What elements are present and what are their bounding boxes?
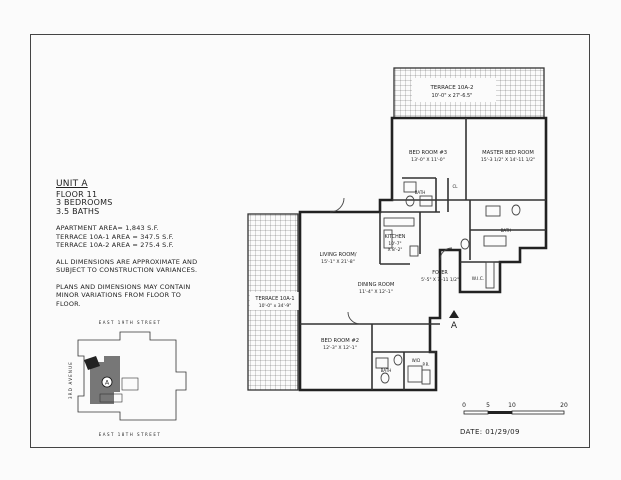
terrace2-area: TERRACE 10A-2 AREA = 275.4 S.F. <box>56 241 174 249</box>
bed2-name: BED ROOM #2 <box>321 338 359 344</box>
terrace1-dims: 10'-0" x 34'-9" <box>259 303 292 309</box>
bath-label-bed3: BATH <box>415 190 426 195</box>
living-dims: 15'-1" X 21'-8" <box>321 259 355 265</box>
keyplan-south-street: EAST 18TH STREET <box>99 432 162 437</box>
floor-label: FLOOR 11 <box>56 189 98 199</box>
note-variations-1: PLANS AND DIMENSIONS MAY CONTAIN <box>56 282 191 291</box>
terrace1-name: TERRACE 10A-1 <box>254 296 294 302</box>
unit-title: UNIT A <box>56 179 88 189</box>
master-name: MASTER BED ROOM <box>482 150 534 156</box>
keyplan-north-street: EAST 19TH STREET <box>99 320 162 325</box>
bath-label-master: BATH <box>501 228 512 233</box>
sheet-border <box>30 34 590 448</box>
note-dimensions-2: SUBJECT TO CONSTRUCTION VARIANCES. <box>56 266 198 274</box>
interior-walls <box>300 118 546 390</box>
bath-label-bed2: BATH <box>381 368 392 373</box>
baths-label: 3.5 BATHS <box>56 206 100 216</box>
note-dimensions-1: ALL DIMENSIONS ARE APPROXIMATE AND <box>56 257 198 266</box>
bedrooms-label: 3 BEDROOMS <box>56 198 113 207</box>
scale-tick-10: 10 <box>508 402 516 409</box>
kitchen-name: KITCHEN <box>385 234 406 240</box>
keyplan-unit-marker: A <box>105 380 110 387</box>
key-plan: EAST 19TH STREET EAST 18TH STREET 3RD AV… <box>68 320 187 437</box>
master-dims: 15'-3 1/2" X 14'-11 1/2" <box>481 157 535 163</box>
foyer-name: FOYER <box>432 270 448 276</box>
bed2-dims: 12'-3" X 12'-1" <box>323 345 357 351</box>
washer-dryer-label: W/D <box>412 358 420 363</box>
section-marker: A <box>449 310 459 331</box>
room-labels: BED ROOM #3 13'-0" X 11'-0" MASTER BED R… <box>319 150 535 373</box>
terrace2-dims: 10'-0" x 27'-6.5" <box>432 93 473 99</box>
wic-label: W.I.C. <box>472 276 484 282</box>
scale-tick-5: 5 <box>486 402 490 409</box>
terrace1-area: TERRACE 10A-1 AREA = 347.5 S.F. <box>56 232 174 241</box>
kitchen-dims-2: X 8'-2" <box>388 247 403 253</box>
kitchen-dims-1: 10'-7" <box>388 241 401 247</box>
keyplan-building-outline <box>77 331 187 421</box>
keyplan-west-avenue: 3RD AVENUE <box>68 361 73 399</box>
apartment-area: APARTMENT AREA= 1,843 S.F. <box>56 224 159 232</box>
fixtures <box>329 181 521 385</box>
scale-bar: 0 5 10 20 <box>462 402 568 415</box>
scale-tick-0: 0 <box>462 402 466 409</box>
terrace2-name: TERRACE 10A-2 <box>429 85 473 91</box>
bed3-dims: 13'-0" X 11'-0" <box>411 157 445 163</box>
note-variations-3: FLOOR. <box>56 299 81 308</box>
section-marker-label: A <box>451 321 458 331</box>
powder-room-label: P.R. <box>423 362 430 367</box>
unit-info-block: UNIT A FLOOR 11 3 BEDROOMS 3.5 BATHS APA… <box>56 180 246 308</box>
foyer-dims: 5'-5" X 7'-11 1/2" <box>421 277 459 283</box>
dining-dims: 11'-4" X 12'-1" <box>359 289 393 295</box>
note-variations-2: MINOR VARIATIONS FROM FLOOR TO <box>56 291 182 299</box>
living-name: LIVING ROOM/ <box>319 252 356 258</box>
scale-tick-20: 20 <box>560 402 568 409</box>
date-label: DATE: 01/29/09 <box>460 428 520 436</box>
dining-name: DINING ROOM <box>358 282 395 288</box>
closet-label: CL <box>452 184 458 189</box>
bed3-name: BED ROOM #3 <box>409 150 447 156</box>
